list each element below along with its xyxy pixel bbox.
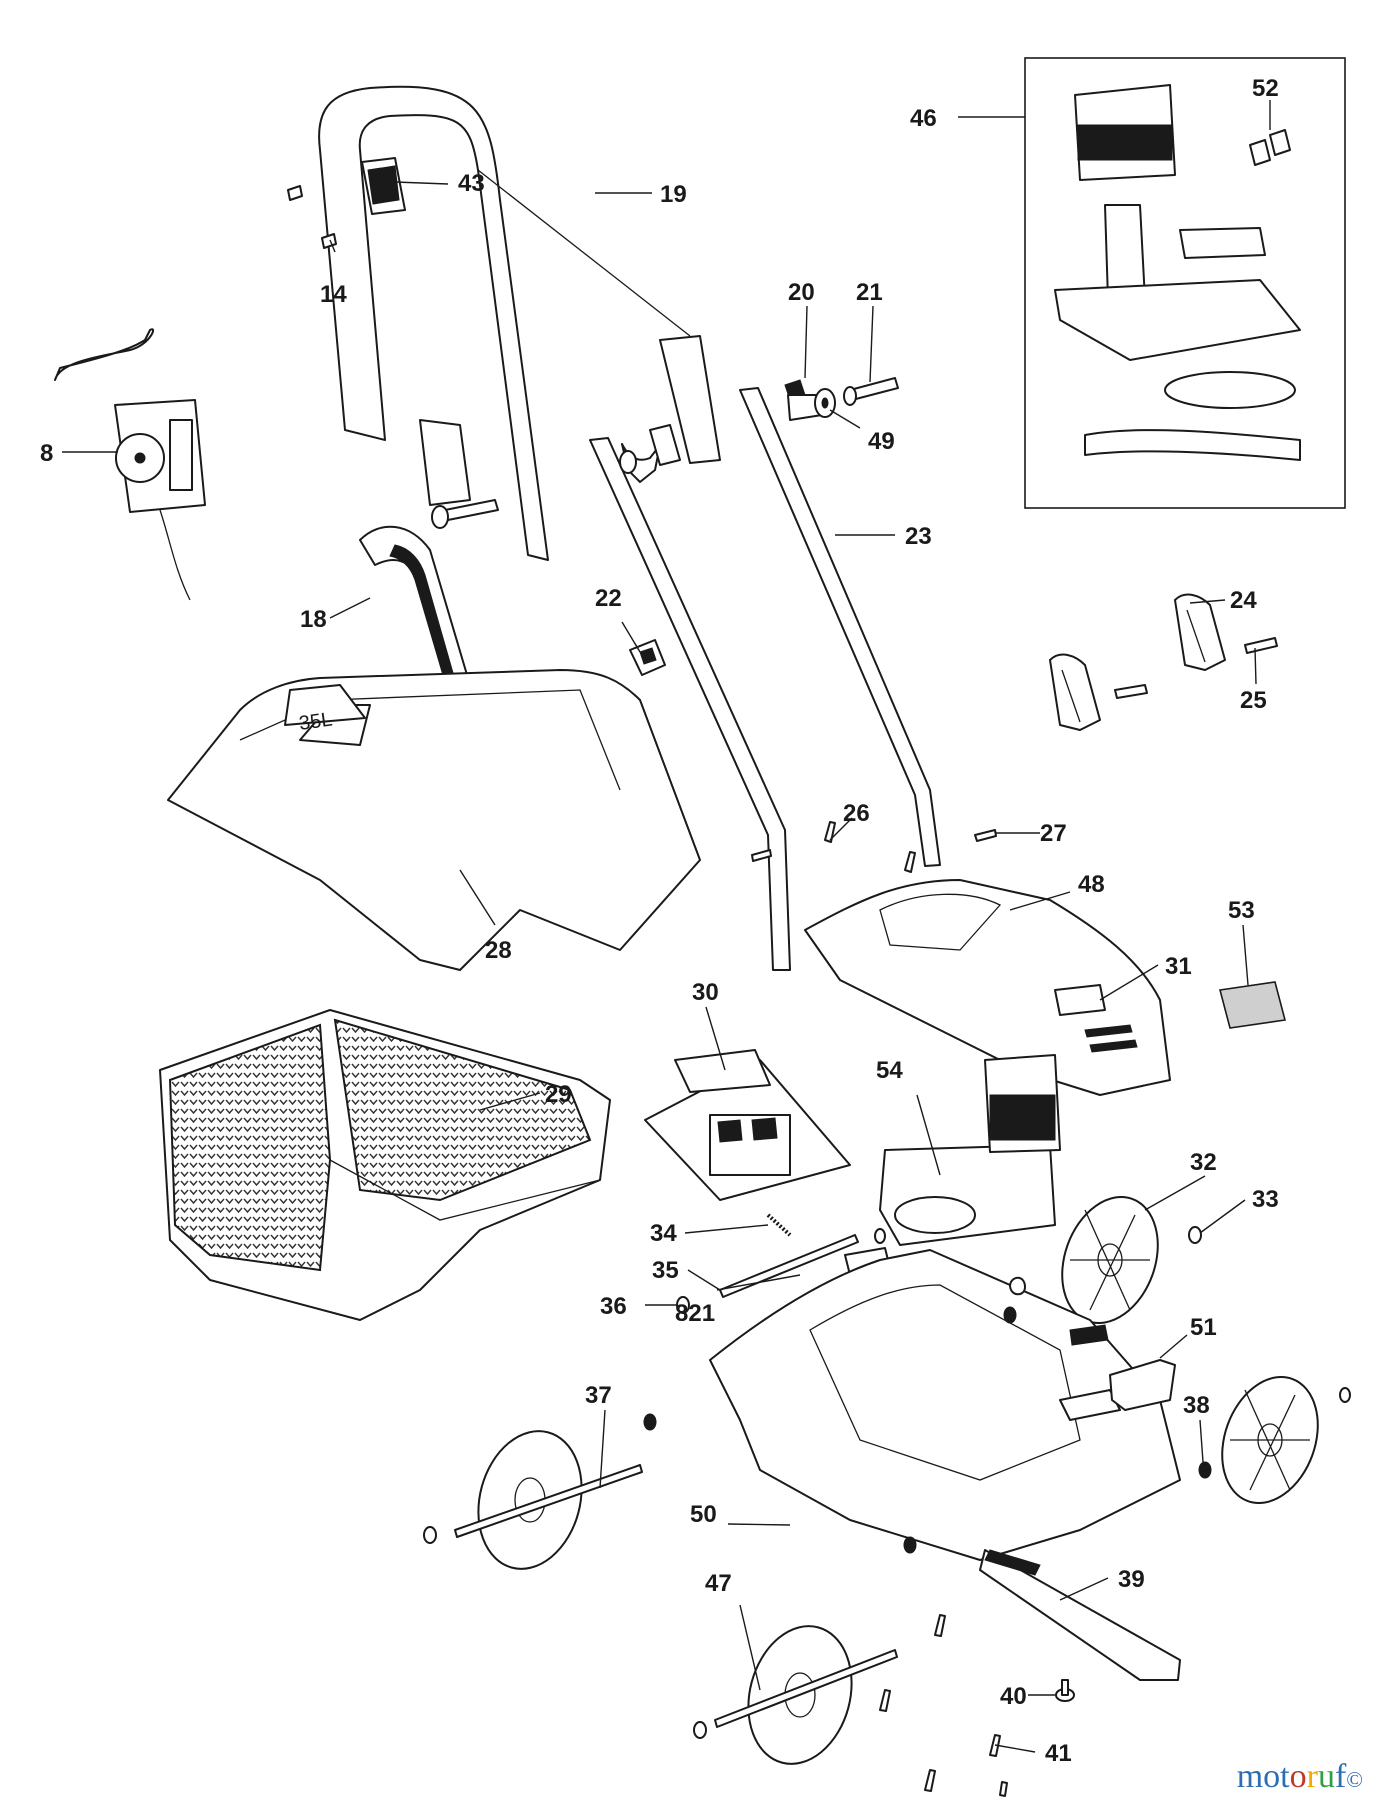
callout-52: 52 xyxy=(1252,75,1279,102)
watermark-letter: r xyxy=(1306,1758,1318,1795)
callout-51: 51 xyxy=(1190,1314,1217,1341)
callout-25: 25 xyxy=(1240,687,1267,714)
wheel-nuts xyxy=(643,1306,1351,1554)
lower-handle-right xyxy=(739,387,941,867)
motor-detail-box xyxy=(1024,57,1346,509)
motor xyxy=(879,1054,1061,1246)
watermark-letter: f xyxy=(1334,1758,1347,1795)
deck-screws xyxy=(879,1614,1008,1797)
watermark-letter: o xyxy=(1263,1758,1281,1795)
callout-8: 8 xyxy=(40,440,53,467)
rear-wheel-right-upper xyxy=(1061,1196,1159,1324)
spring xyxy=(766,1213,792,1237)
motor-cover xyxy=(804,879,1171,1096)
callout-50: 50 xyxy=(690,1501,717,1528)
rear-wheel-right-lower xyxy=(1221,1376,1319,1504)
callout-48: 48 xyxy=(1078,871,1105,898)
lever-screws xyxy=(1114,637,1278,699)
watermark-letter: o xyxy=(1289,1758,1307,1795)
watermark-letter: u xyxy=(1317,1758,1335,1795)
callout-22: 22 xyxy=(595,585,622,612)
callout-31: 31 xyxy=(1165,953,1192,980)
callout-18: 18 xyxy=(300,606,327,633)
height-lever-left xyxy=(1049,653,1101,731)
watermark-letter: m xyxy=(1236,1758,1264,1795)
blade xyxy=(979,1549,1181,1681)
callout-53: 53 xyxy=(1228,897,1255,924)
capacity-marking: 35L xyxy=(298,709,334,735)
watermark-symbol: © xyxy=(1346,1767,1363,1792)
callout-47: 47 xyxy=(705,1570,732,1597)
callout-35: 35 xyxy=(652,1257,679,1284)
callout-33: 33 xyxy=(1252,1186,1279,1213)
box-part xyxy=(1109,1359,1176,1411)
callout-43: 43 xyxy=(458,170,485,197)
leader-lines xyxy=(62,100,1271,1753)
callout-37: 37 xyxy=(585,1382,612,1409)
front-wheel-upper xyxy=(423,1430,643,1570)
mower-deck xyxy=(709,1249,1181,1561)
grass-box-lid xyxy=(167,669,701,971)
callout-28: 28 xyxy=(485,937,512,964)
watermark-text: motoruf xyxy=(1237,1758,1347,1795)
carriage-bolt xyxy=(843,377,899,406)
rear-wheel-washer xyxy=(1188,1226,1202,1244)
grass-box xyxy=(159,1009,611,1321)
front-wheel-lower xyxy=(693,1625,898,1765)
callout-14: 14 xyxy=(320,281,347,308)
callout-21: 21 xyxy=(856,279,883,306)
callout-54: 54 xyxy=(876,1057,903,1084)
callout-49: 49 xyxy=(868,428,895,455)
rod xyxy=(719,1234,859,1298)
callout-38: 38 xyxy=(1183,1392,1210,1419)
handle-clip xyxy=(361,157,406,215)
rear-flap xyxy=(644,1049,851,1201)
callout-41: 41 xyxy=(1045,1740,1072,1767)
callout-29: 29 xyxy=(545,1081,572,1108)
height-lever-right xyxy=(1174,593,1226,671)
watermark-logo: motoruf© xyxy=(1237,1758,1363,1796)
knob-washer-left xyxy=(619,424,681,474)
callout-821: 821 xyxy=(675,1300,715,1327)
callout-19: 19 xyxy=(660,181,687,208)
callout-46: 46 xyxy=(910,105,937,132)
callout-40: 40 xyxy=(1000,1683,1027,1710)
callout-27: 27 xyxy=(1040,820,1067,847)
handle-bolt xyxy=(431,499,499,529)
upper-handle xyxy=(318,85,721,561)
callout-24: 24 xyxy=(1230,587,1257,614)
callout-34: 34 xyxy=(650,1220,677,1247)
callout-39: 39 xyxy=(1118,1566,1145,1593)
cover-screws xyxy=(751,821,997,873)
washer xyxy=(814,388,836,418)
callout-32: 32 xyxy=(1190,1149,1217,1176)
callout-20: 20 xyxy=(788,279,815,306)
callout-30: 30 xyxy=(692,979,719,1006)
blade-bolt xyxy=(1055,1679,1075,1702)
label-sticker xyxy=(1218,981,1287,1029)
callout-23: 23 xyxy=(905,523,932,550)
callout-36: 36 xyxy=(600,1293,627,1320)
callout-26: 26 xyxy=(843,800,870,827)
switch-box xyxy=(54,328,206,601)
callout-labels: 8 14 18 19 20 21 22 23 24 25 26 27 28 29… xyxy=(40,75,1279,1767)
watermark-letter: t xyxy=(1280,1758,1290,1795)
